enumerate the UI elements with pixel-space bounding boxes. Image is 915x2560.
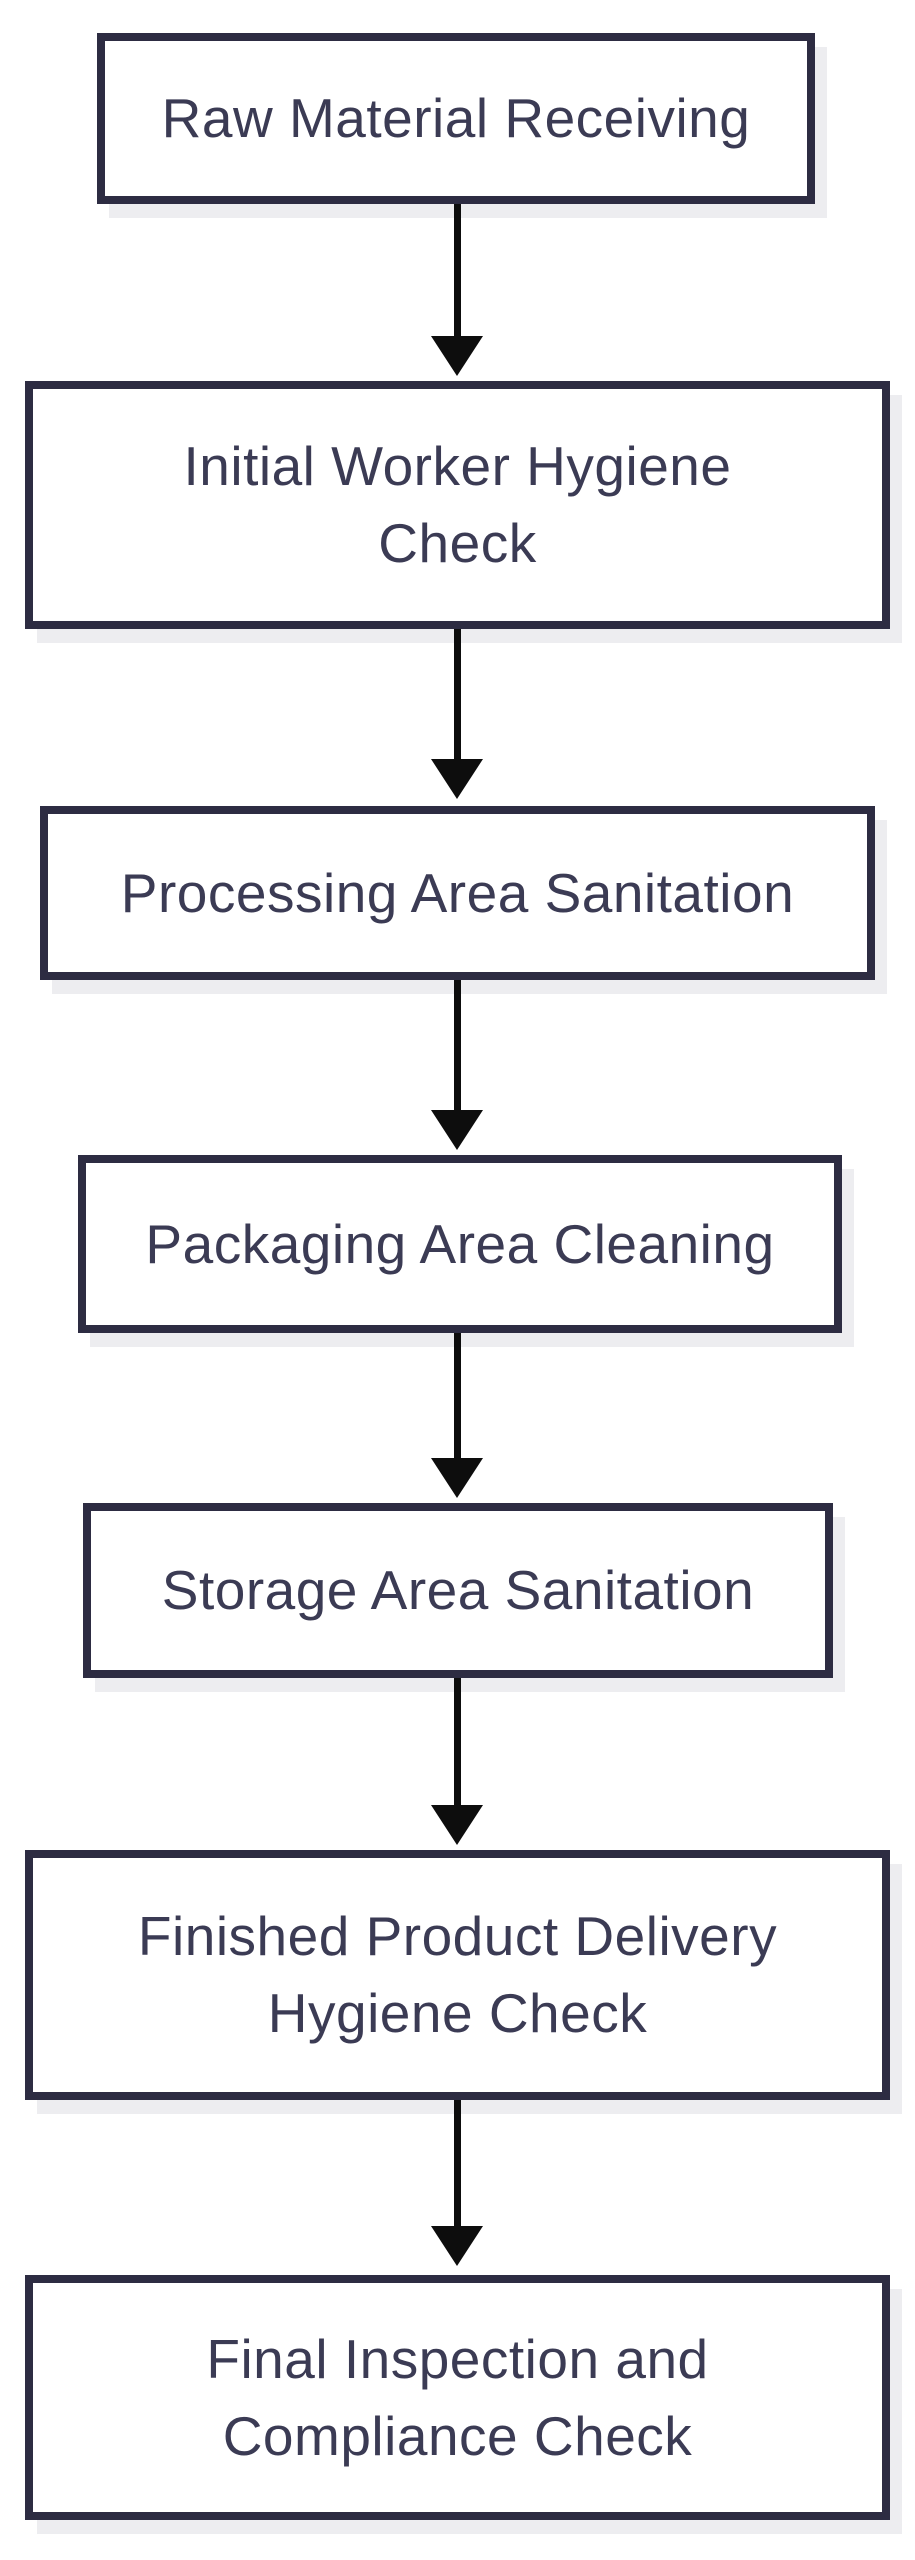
node-label-line: Processing Area Sanitation	[120, 861, 795, 924]
node-label-line: Check	[378, 512, 537, 574]
arrow-shaft	[453, 2100, 461, 2226]
node-label-line: Final Inspection and	[206, 2327, 709, 2390]
node-label-line: Hygiene Check	[267, 1982, 648, 2044]
flow-node-finished-product-delivery-hygiene-check: Finished Product Delivery Hygiene Check	[25, 1850, 890, 2100]
arrow-down-icon	[431, 1678, 483, 1845]
flow-node-storage-area-sanitation: Storage Area Sanitation	[83, 1503, 833, 1678]
arrowhead-icon	[431, 1458, 483, 1498]
arrow-shaft	[453, 980, 461, 1110]
flow-node-packaging-area-cleaning: Packaging Area Cleaning	[78, 1155, 842, 1333]
arrowhead-icon	[431, 1805, 483, 1845]
node-label-line: Raw Material Receiving	[161, 87, 751, 149]
arrow-down-icon	[431, 2100, 483, 2266]
flow-node-final-inspection-and-compliance-check: Final Inspection and Compliance Check	[25, 2275, 890, 2520]
arrow-down-icon	[431, 629, 483, 799]
flow-node-processing-area-sanitation: Processing Area Sanitation	[40, 806, 875, 980]
arrow-down-icon	[431, 204, 483, 376]
flow-node-raw-material-receiving: Raw Material Receiving	[97, 33, 815, 204]
arrowhead-icon	[431, 759, 483, 799]
node-label-line: Compliance Check	[222, 2404, 693, 2467]
arrowhead-icon	[431, 336, 483, 376]
flow-node-initial-worker-hygiene-check: Initial Worker Hygiene Check	[25, 381, 890, 629]
node-label-line: Initial Worker Hygiene	[183, 435, 732, 497]
arrow-down-icon	[431, 1333, 483, 1498]
arrow-shaft	[453, 1333, 461, 1458]
node-label-line: Finished Product Delivery	[137, 1905, 778, 1967]
arrow-shaft	[453, 629, 461, 759]
node-label-line: Storage Area Sanitation	[161, 1559, 755, 1621]
arrow-shaft	[453, 204, 461, 336]
arrow-down-icon	[431, 980, 483, 1150]
arrowhead-icon	[431, 1110, 483, 1150]
arrowhead-icon	[431, 2226, 483, 2266]
node-label-line: Packaging Area Cleaning	[145, 1212, 775, 1275]
arrow-shaft	[453, 1678, 461, 1805]
